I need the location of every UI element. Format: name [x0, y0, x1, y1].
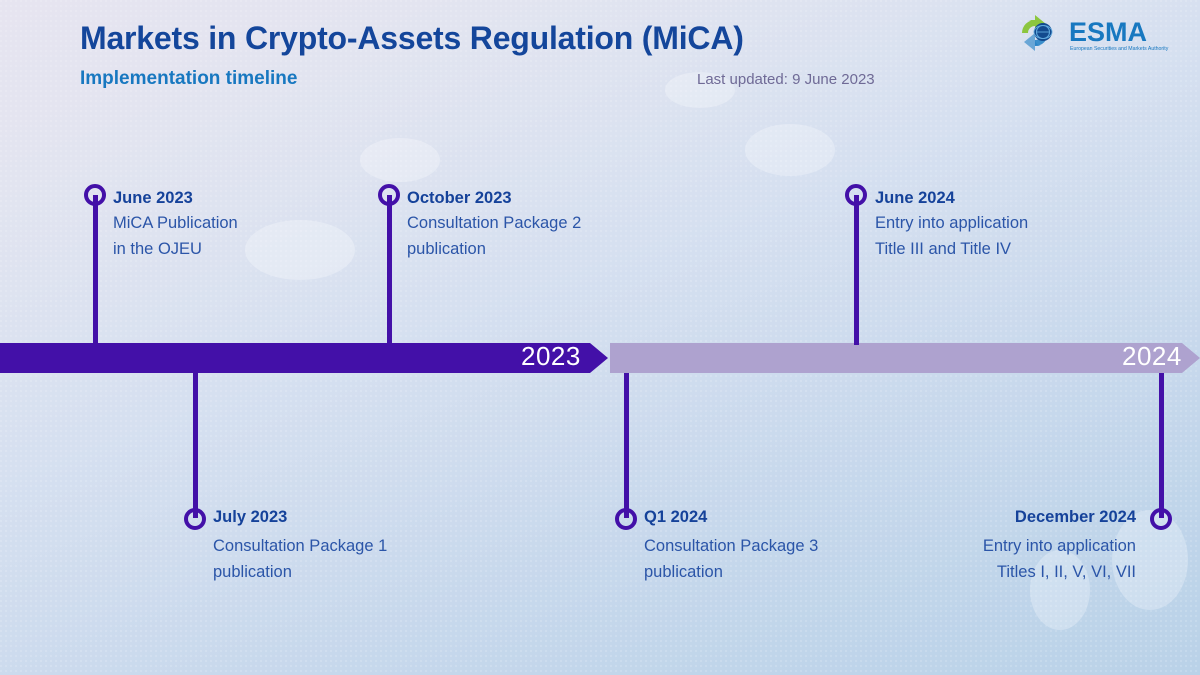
event-description-line: publication [407, 240, 486, 258]
esma-logo-tagline: European Securities and Markets Authorit… [1070, 46, 1169, 52]
event-stem [854, 195, 859, 345]
event-marker-dot[interactable] [1150, 508, 1172, 530]
event-description-line: Entry into application [982, 537, 1136, 555]
event-description-line: Titles I, II, V, VI, VII [996, 563, 1136, 581]
event-date: December 2024 [1014, 508, 1136, 526]
event-marker-dot[interactable] [378, 184, 400, 206]
esma-logo-text: ESMA [1069, 17, 1147, 47]
event-stem [193, 373, 198, 518]
event-description-line: Consultation Package 2 [407, 214, 582, 232]
event-marker-dot[interactable] [84, 184, 106, 206]
event-description-line: Entry into application [875, 214, 1029, 232]
event-description-line: Title III and Title IV [875, 240, 1012, 258]
esma-logo-mark [1022, 15, 1053, 51]
timeline-year-2024-label: 2024 [1122, 341, 1182, 371]
last-updated-label: Last updated: 9 June 2023 [697, 71, 875, 88]
event-stem [93, 195, 98, 345]
event-date: June 2023 [113, 189, 193, 207]
event-stem [387, 195, 392, 345]
page-subtitle: Implementation timeline [80, 68, 298, 89]
header: Markets in Crypto-Assets Regulation (MiC… [0, 0, 1200, 110]
event-marker-dot[interactable] [615, 508, 637, 530]
event-description-line: publication [213, 563, 292, 581]
timeline-segment-2023 [0, 343, 608, 373]
event-description-line: Consultation Package 1 [213, 537, 388, 555]
event-date: June 2024 [875, 189, 955, 207]
event-description-line: publication [644, 563, 723, 581]
event-stem [624, 373, 629, 518]
timeline-year-2023-label: 2023 [521, 341, 581, 371]
esma-logo: ESMA European Securities and Markets Aut… [1022, 15, 1169, 52]
event-description-line: in the OJEU [113, 240, 202, 258]
event-description-line: Consultation Package 3 [644, 537, 819, 555]
event-date: Q1 2024 [644, 508, 708, 526]
event-date: October 2023 [407, 189, 512, 207]
event-date: July 2023 [213, 508, 288, 526]
timeline-bar [0, 343, 1200, 373]
event-marker-dot[interactable] [845, 184, 867, 206]
page-title: Markets in Crypto-Assets Regulation (MiC… [80, 20, 744, 56]
timeline-segment-2024 [610, 343, 1200, 373]
event-description-line: MiCA Publication [113, 214, 238, 232]
event-stem [1159, 373, 1164, 518]
event-marker-dot[interactable] [184, 508, 206, 530]
